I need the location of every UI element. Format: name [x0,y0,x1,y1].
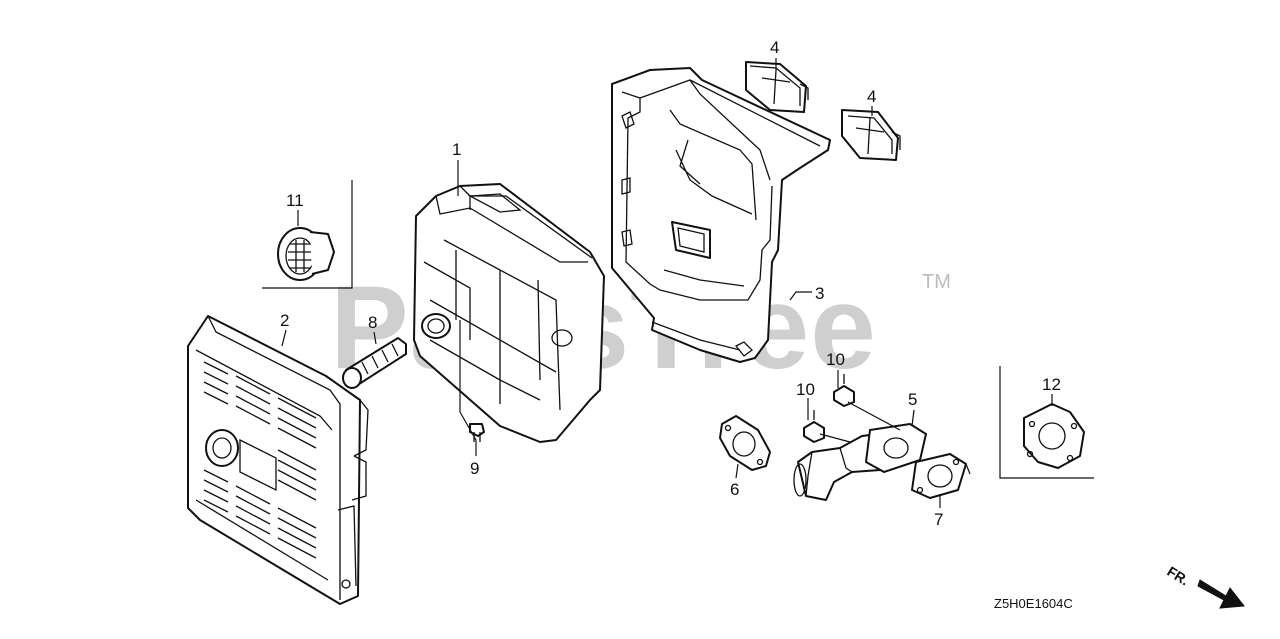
part-12-group-bracket [999,366,1094,479]
part-11-cap[interactable] [277,227,335,281]
leader-6 [735,463,739,479]
leader-5 [911,409,915,427]
part-2-muffler-cover[interactable] [187,315,369,605]
callout-1: 1 [452,140,461,159]
watermark-trademark: TM [922,271,951,293]
callout-10b: 10 [826,350,845,369]
part-12-gasket[interactable] [1023,403,1085,469]
front-arrow-icon [1197,579,1245,609]
leader-2 [281,329,287,347]
callout-11: 11 [286,191,304,210]
leader-8 [373,331,377,345]
callout-2: 2 [280,311,289,330]
front-direction-marker: FR. [1164,563,1245,609]
callout-7: 7 [934,510,943,529]
part-4-plate-a[interactable] [745,61,809,113]
callout-5: 5 [908,390,917,409]
diagram-code: Z5H0E1604C [994,596,1073,611]
leader-5-nut-b [819,433,851,443]
part-7-gasket[interactable] [911,453,967,499]
leader-9 [459,320,477,456]
part-3-muffler-protector[interactable] [611,67,831,363]
callout-4a: 4 [770,38,779,57]
leader-3 [789,291,812,301]
part-1-muffler[interactable] [413,183,605,443]
front-label: FR. [1164,563,1192,589]
part-5-exhaust-pipe[interactable] [793,423,927,501]
leader-7-end [965,463,971,475]
part-4-plate-b[interactable] [841,109,901,161]
callout-6: 6 [730,480,739,499]
callout-4b: 4 [867,87,876,106]
callout-10a: 10 [796,380,815,399]
callout-9: 9 [470,459,479,478]
part-10-nut-b[interactable] [833,374,855,407]
leader-5-nut [847,401,901,431]
callout-8: 8 [368,313,377,332]
part-10-nut-a[interactable] [803,410,825,443]
callout-12: 12 [1042,375,1061,394]
part-8-spark-arrester[interactable] [342,337,407,389]
part-11-group-bracket [262,180,353,289]
callout-3: 3 [815,284,824,303]
part-6-gasket[interactable] [719,415,771,471]
